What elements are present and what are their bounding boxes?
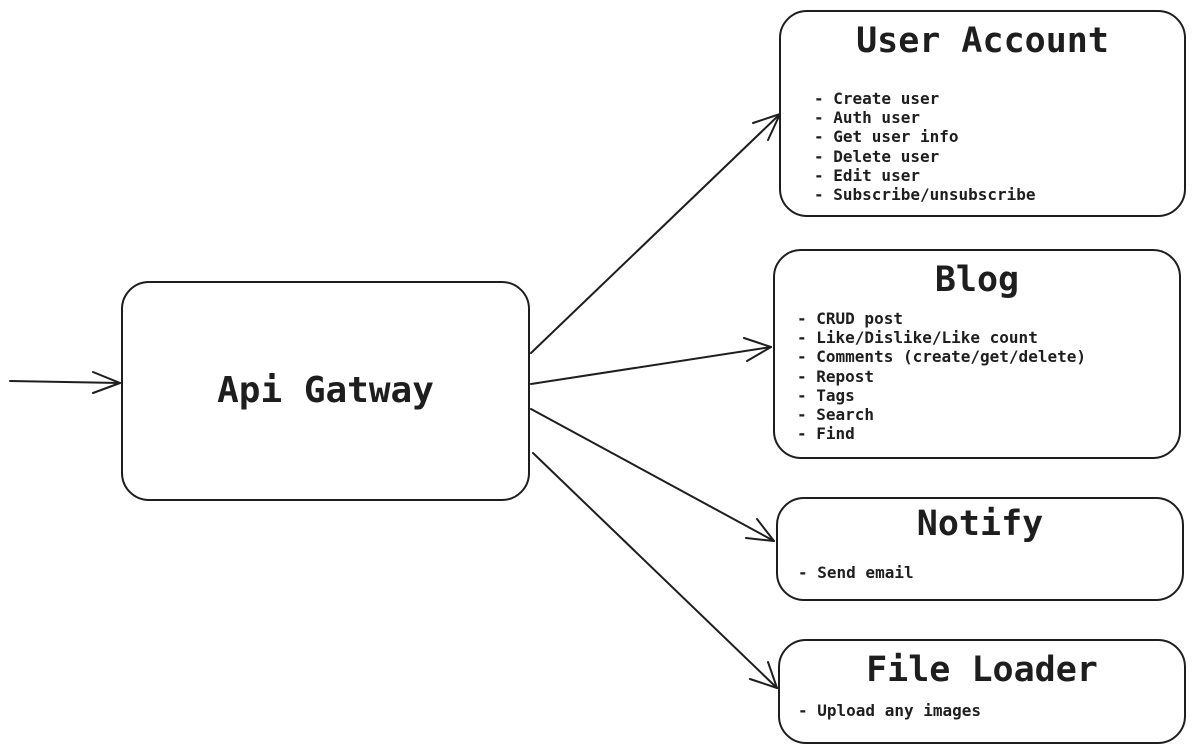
arrow-gateway-to-notify bbox=[530, 408, 775, 542]
user-account-title: User Account bbox=[856, 21, 1109, 61]
api-gateway-title: Api Gatway bbox=[217, 370, 434, 411]
arrow-shaft bbox=[530, 113, 781, 354]
operation-item: - Upload any images bbox=[798, 701, 982, 720]
file-loader-box: File Loader - Upload any images bbox=[778, 639, 1186, 744]
file-loader-title: File Loader bbox=[866, 650, 1098, 690]
arrow-gateway-to-blog bbox=[530, 337, 772, 385]
operation-item: - Delete user bbox=[814, 146, 940, 166]
arrowhead bbox=[745, 518, 775, 542]
arrowhead bbox=[749, 661, 778, 689]
operation-item: - Tags bbox=[797, 385, 855, 405]
operation-item: - Like/Dislike/Like count bbox=[797, 328, 1038, 348]
arrowhead bbox=[743, 337, 772, 362]
operation-item: - Auth user bbox=[814, 108, 920, 128]
arrow-shaft bbox=[530, 346, 772, 385]
arrow-external-to-gateway bbox=[9, 371, 121, 394]
operation-item: - Comments (create/get/delete) bbox=[797, 347, 1086, 367]
user-account-box: User Account - Create user - Auth user -… bbox=[779, 10, 1186, 217]
operation-item: - Subscribe/unsubscribe bbox=[814, 185, 1036, 205]
blog-title: Blog bbox=[934, 260, 1020, 300]
operation-item: - CRUD post bbox=[797, 309, 903, 328]
arrow-shaft bbox=[9, 380, 121, 384]
notify-title: Notify bbox=[916, 504, 1044, 544]
arrow-shaft bbox=[532, 452, 778, 689]
operation-item: - Create user bbox=[814, 89, 940, 108]
operation-item: - Find bbox=[797, 424, 855, 444]
operation-item: - Search bbox=[797, 405, 875, 425]
operation-item: - Send email bbox=[798, 563, 914, 582]
operation-item: - Edit user bbox=[814, 165, 920, 185]
notify-box: Notify - Send email bbox=[776, 497, 1184, 601]
arrow-gateway-to-user-account bbox=[530, 113, 781, 354]
api-gateway-box: Api Gatway bbox=[121, 281, 530, 501]
file-loader-operations: - Upload any images bbox=[798, 701, 1184, 720]
arrow-gateway-to-file-loader bbox=[532, 452, 778, 689]
notify-operations: - Send email bbox=[798, 563, 1182, 582]
blog-operations: - CRUD post - Like/Dislike/Like count - … bbox=[797, 309, 1179, 443]
blog-box: Blog - CRUD post - Like/Dislike/Like cou… bbox=[773, 249, 1181, 459]
user-account-operations: - Create user - Auth user - Get user inf… bbox=[814, 89, 1184, 204]
arrow-shaft bbox=[530, 408, 775, 542]
operation-item: - Repost bbox=[797, 366, 875, 386]
operation-item: - Get user info bbox=[814, 127, 959, 147]
arrowhead bbox=[92, 371, 121, 394]
